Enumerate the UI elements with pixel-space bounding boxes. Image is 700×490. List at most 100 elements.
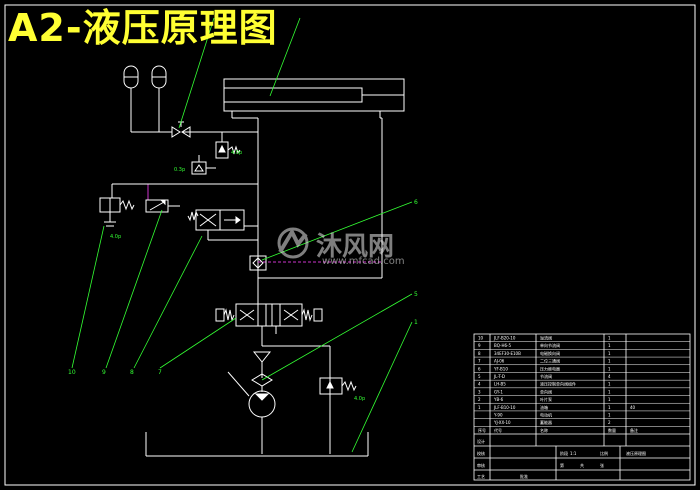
parts-cell: AJ-06	[494, 359, 505, 364]
parts-cell: 4	[478, 382, 481, 387]
parts-cell: 34EF30-E10B	[494, 351, 521, 356]
main-directional-valve	[215, 298, 323, 334]
parts-cell: YB-6	[493, 397, 504, 402]
pilot-line	[147, 184, 382, 263]
parts-header-cell: 数量	[608, 427, 616, 433]
parts-cell: JLF-B20-10	[493, 336, 516, 341]
parts-cell: 电动机	[540, 411, 552, 417]
pump-assembly	[227, 334, 331, 454]
pressure-label-small: 0.3p	[174, 167, 185, 173]
parts-cell: 节流阀	[540, 373, 552, 379]
tb-stage: 阶段	[560, 450, 568, 456]
parts-cell: JLF-B10-10	[493, 405, 516, 410]
relief-valve-right	[319, 377, 357, 454]
leader-lines	[71, 17, 413, 453]
callout-1: 1	[414, 319, 418, 326]
callout-10: 10	[68, 369, 76, 376]
pressure-label-left: 4.0p	[110, 234, 121, 240]
parts-header-cell: 名称	[540, 427, 548, 433]
parts-cell: 叶片泵	[540, 396, 552, 402]
tb-sheet: 共	[580, 462, 584, 468]
tb-process: 工艺	[477, 474, 485, 479]
tb-check: 校核	[477, 450, 485, 456]
parts-cell: LH-B5	[494, 382, 506, 387]
hydraulic-check-valve	[249, 255, 267, 271]
parts-cell: 油箱	[540, 404, 548, 410]
watermark-brand: 沐风网	[316, 232, 395, 262]
callout-5: 5	[414, 291, 418, 298]
hydraulic-cylinder	[223, 78, 405, 119]
parts-header-cell: 代号	[494, 427, 502, 433]
parts-cell: 1	[608, 382, 611, 387]
directional-valve	[187, 209, 258, 241]
tb-drawing-name: 液压原理图	[626, 450, 646, 456]
parts-cell: 6	[478, 366, 481, 371]
accumulator-manifold	[131, 121, 191, 138]
parts-cell: 电磁换向阀	[540, 350, 560, 356]
pressure-lines	[182, 118, 383, 298]
mfcad-logo-icon	[277, 227, 309, 259]
parts-cell: 单向阀	[540, 388, 552, 394]
callout-8: 8	[130, 369, 134, 376]
relief-valve-left	[99, 183, 258, 227]
tb-review: 审核	[477, 462, 485, 468]
parts-cell: 1	[478, 405, 481, 410]
parts-cell: 9	[478, 343, 481, 348]
parts-cell: 二位三通阀	[540, 358, 560, 364]
oil-tank	[145, 432, 369, 457]
drawing-border	[4, 4, 696, 486]
parts-cell: 3	[478, 389, 481, 394]
parts-cell: 1	[608, 389, 611, 394]
parts-cell: GY-1	[494, 389, 503, 394]
parts-cell: 5	[478, 374, 481, 379]
tb-design: 设计	[477, 438, 485, 444]
parts-header-cell: 备注	[630, 427, 638, 433]
tb-approve: 批准	[520, 473, 528, 479]
accumulator-left	[123, 65, 139, 132]
parts-cell: 单向节流阀	[540, 342, 560, 348]
pressure-label-right: 4.0p	[354, 396, 365, 402]
callout-7: 7	[158, 369, 162, 376]
parts-cell: 1	[608, 366, 611, 371]
parts-cell: 1	[608, 336, 611, 341]
tb-scale-value: 1:1	[570, 451, 577, 456]
parts-cell: 溢流阀	[540, 335, 552, 341]
parts-cell: 2	[608, 420, 611, 425]
parts-cell: YF-B10	[493, 366, 508, 371]
tb-scale: 比例	[600, 450, 608, 456]
parts-cell: 10	[478, 336, 484, 341]
parts-cell: 1	[608, 359, 611, 364]
title-block	[473, 333, 691, 481]
parts-cell: 1	[608, 405, 611, 410]
parts-cell: 压力继电器	[540, 365, 560, 371]
throttle-valve	[145, 199, 180, 213]
parts-cell: YJ-XX-10	[493, 420, 511, 425]
parts-cell: 蓄能器	[540, 419, 552, 425]
tb-unit: 张	[600, 462, 604, 468]
pressure-switch-upper	[215, 132, 241, 159]
parts-cell: Y-90	[493, 412, 503, 417]
page-title: A2-液压原理图	[8, 6, 278, 50]
callout-9: 9	[102, 369, 106, 376]
parts-cell: 8	[478, 351, 481, 356]
check-valve-small	[191, 155, 216, 175]
parts-cell: 4	[608, 374, 611, 379]
tb-page: 第	[560, 462, 564, 468]
parts-cell: 40	[630, 405, 636, 410]
parts-cell: 2	[478, 397, 481, 402]
accumulator-right	[151, 65, 167, 132]
parts-cell: 1	[608, 343, 611, 348]
pressure-label-upper: 4.0p	[231, 150, 242, 156]
parts-cell: 液压控制单向阀组件	[540, 381, 576, 387]
parts-cell: 7	[478, 359, 481, 364]
parts-cell: 1	[608, 397, 611, 402]
parts-header-cell: 序号	[478, 427, 486, 433]
callout-6: 6	[414, 199, 418, 206]
parts-cell: 1	[608, 412, 611, 417]
watermark: 沐风网 www.mfcad.com	[272, 222, 432, 268]
parts-list-rows	[474, 341, 690, 427]
parts-cell: 1	[608, 351, 611, 356]
watermark-url: www.mfcad.com	[322, 256, 405, 267]
